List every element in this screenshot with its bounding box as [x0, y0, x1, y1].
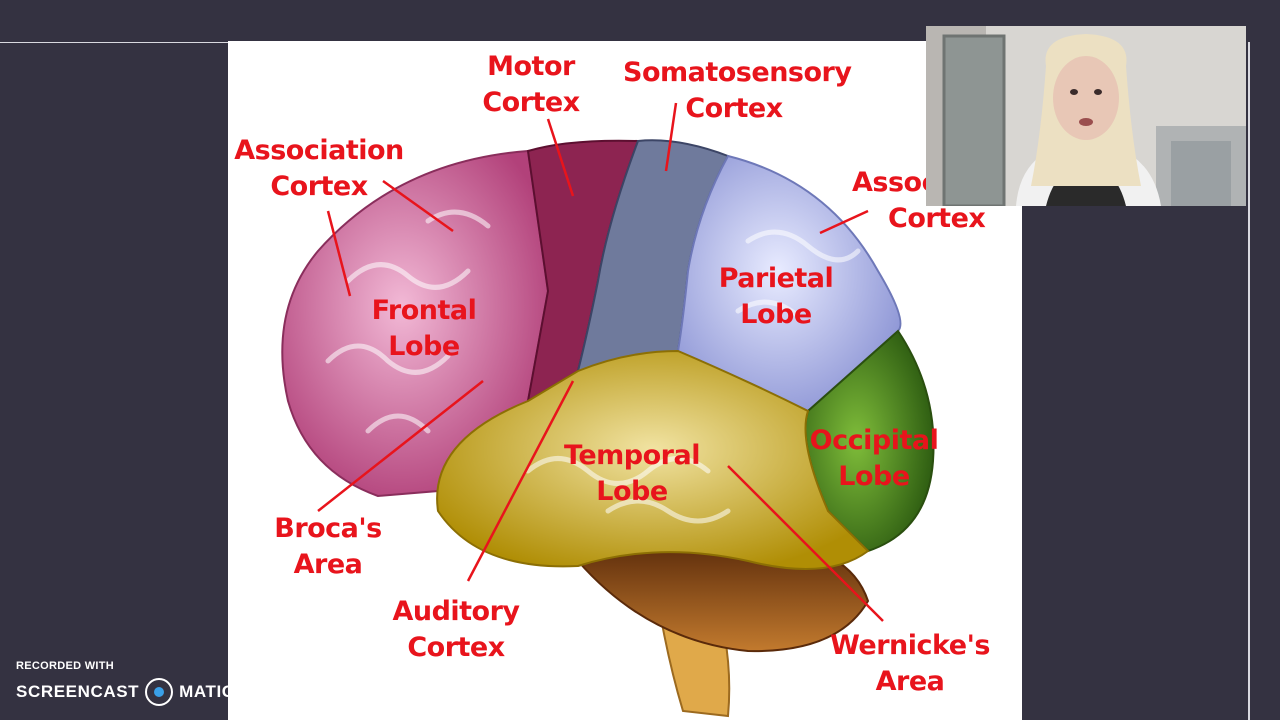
temporal-lobe — [436, 349, 870, 570]
screencastomatic-logo: SCREENCAST MATIC — [16, 678, 235, 706]
recorded-with-text: RECORDED WITH — [16, 660, 115, 672]
frame-top-line — [0, 42, 228, 43]
frame-right-line — [1248, 42, 1250, 720]
brand-left-text: SCREENCAST — [16, 682, 140, 701]
record-dot-icon — [145, 678, 174, 706]
webcam-overlay — [926, 26, 1246, 206]
brand-right-text: MATIC — [179, 682, 235, 701]
recording-watermark: RECORDED WITH SCREENCAST MATIC — [16, 660, 235, 706]
brain-diagram — [281, 102, 935, 718]
presenter-video — [926, 26, 1246, 206]
